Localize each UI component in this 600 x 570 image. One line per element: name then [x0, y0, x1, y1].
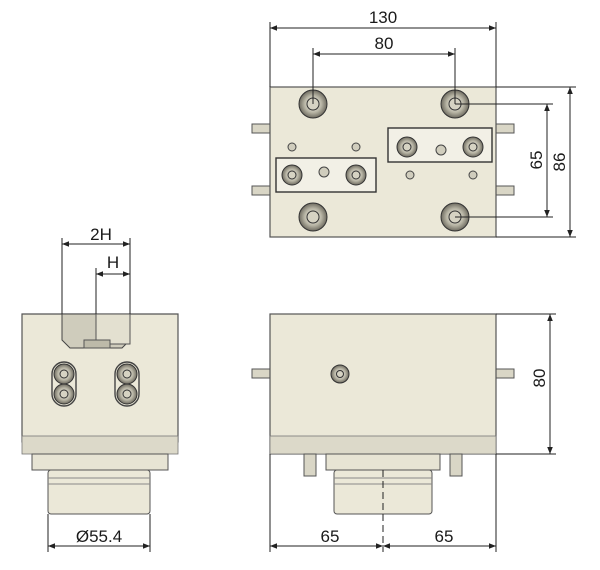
bolt-hole — [298, 202, 328, 232]
side-view: 2H H Ø55.4 — [21, 225, 179, 552]
dim-right-offset: 65 — [435, 527, 454, 546]
front-view-body — [269, 313, 497, 455]
small-hole — [287, 142, 478, 180]
top-view: 130 80 65 86 — [251, 8, 576, 238]
dim-left-offset: 65 — [321, 527, 340, 546]
bolt-hole — [330, 364, 350, 384]
dim-diameter: Ø55.4 — [76, 527, 122, 546]
dim-bolt-spacing: 80 — [375, 34, 394, 53]
dim-width: 130 — [369, 8, 397, 27]
dim-depth: 86 — [550, 153, 569, 172]
dim-hole-spacing: 65 — [527, 151, 546, 170]
dim-slot-h: H — [107, 253, 119, 272]
plate-screw — [281, 136, 484, 186]
dim-slot-2h: 2H — [90, 225, 112, 244]
front-view: 80 65 65 — [251, 313, 556, 552]
dim-height: 80 — [530, 369, 549, 388]
side-view-shank — [47, 469, 151, 515]
plate-screw — [53, 363, 138, 405]
